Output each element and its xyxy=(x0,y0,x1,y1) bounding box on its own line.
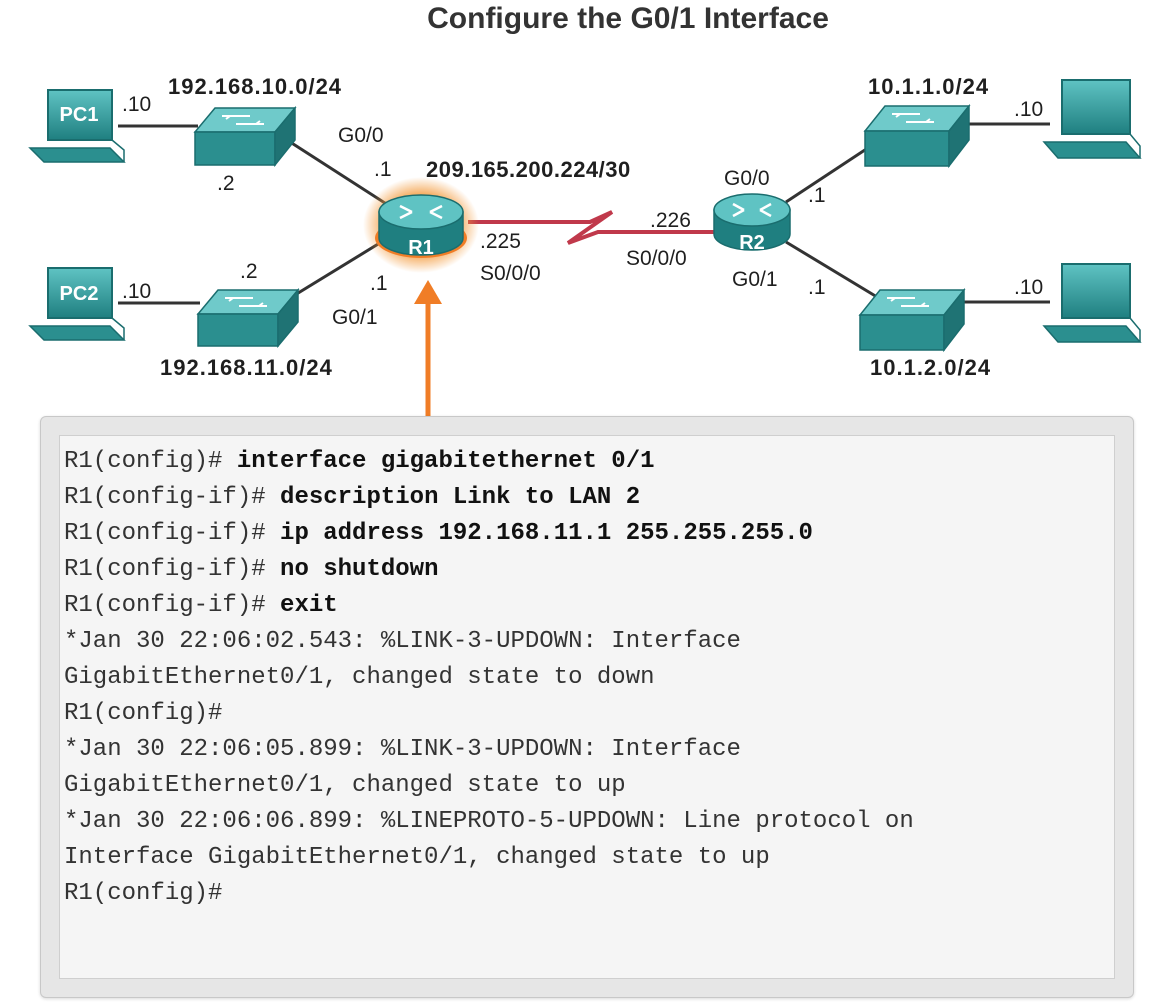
sw2-address: .2 xyxy=(240,260,258,283)
cli-prompt: R1(config-if)# xyxy=(64,520,281,547)
cli-command: description Link to LAN 2 xyxy=(280,484,641,511)
cli-line: R1(config)# xyxy=(64,696,1114,732)
pc1-host-address: .10 xyxy=(122,93,151,116)
cli-line: *Jan 30 22:06:02.543: %LINK-3-UPDOWN: In… xyxy=(64,624,1114,660)
cli-line: Interface GigabitEthernet0/1, changed st… xyxy=(64,840,1114,876)
pc2-icon: PC2 xyxy=(28,267,126,341)
cli-line: *Jan 30 22:06:06.899: %LINEPROTO-5-UPDOW… xyxy=(64,804,1114,840)
pc1-name: PC1 xyxy=(60,104,99,126)
r1-g01-address: .1 xyxy=(370,272,388,295)
pc3-icon xyxy=(1042,79,1142,159)
router-r2-name: R2 xyxy=(739,232,765,254)
switch-icon xyxy=(193,105,297,168)
cli-command: exit xyxy=(280,592,338,619)
r1-serial-address: .225 xyxy=(480,230,521,253)
cli-prompt: R1(config)# xyxy=(64,880,223,907)
cli-command: no shutdown xyxy=(280,556,439,583)
router-r1-name: R1 xyxy=(408,237,434,259)
cli-prompt: R1(config-if)# xyxy=(64,592,281,619)
wan-link-serial xyxy=(468,210,716,245)
links xyxy=(118,122,1050,305)
switch-icon xyxy=(863,103,971,169)
cli-prompt: GigabitEthernet0/1, changed state to dow… xyxy=(64,664,655,691)
cli-prompt: R1(config-if)# xyxy=(64,556,281,583)
cli-prompt: GigabitEthernet0/1, changed state to up xyxy=(64,772,626,799)
link-sw1-r1 xyxy=(286,138,389,207)
router-r2-icon: R2 xyxy=(713,193,791,254)
r1-g00-interface: G0/0 xyxy=(338,124,384,147)
r1-g00-address: .1 xyxy=(374,158,392,181)
cli-command: interface gigabitethernet 0/1 xyxy=(236,448,655,475)
pc3-host-address: .10 xyxy=(1014,98,1043,121)
highlight-arrow xyxy=(414,280,442,416)
cli-line: *Jan 30 22:06:05.899: %LINK-3-UPDOWN: In… xyxy=(64,732,1114,768)
cli-line: R1(config-if)# exit xyxy=(64,588,1114,624)
cli-prompt: R1(config-if)# xyxy=(64,484,281,511)
r2-serial-interface: S0/0/0 xyxy=(626,247,687,270)
link-r2-sw4 xyxy=(785,240,883,302)
router-r1-icon: R1 xyxy=(363,177,479,273)
cli-prompt: *Jan 30 22:06:02.543: %LINK-3-UPDOWN: In… xyxy=(64,628,741,655)
network-label-lan2: 192.168.11.0/24 xyxy=(160,355,333,380)
r2-g01-address: .1 xyxy=(808,276,826,299)
r2-g01-interface: G0/1 xyxy=(732,268,778,291)
network-label-wan: 209.165.200.224/30 xyxy=(426,157,631,182)
cli-line: GigabitEthernet0/1, changed state to dow… xyxy=(64,660,1114,696)
network-label-lan1: 192.168.10.0/24 xyxy=(168,74,342,99)
cli-command: ip address 192.168.11.1 255.255.255.0 xyxy=(280,520,813,547)
cli-prompt: *Jan 30 22:06:05.899: %LINK-3-UPDOWN: In… xyxy=(64,736,741,763)
network-label-r2-lan2: 10.1.2.0/24 xyxy=(870,355,991,380)
r2-g00-interface: G0/0 xyxy=(724,167,770,190)
r2-g00-address: .1 xyxy=(808,184,826,207)
switch-icon xyxy=(858,287,966,353)
cli-prompt: *Jan 30 22:06:06.899: %LINEPROTO-5-UPDOW… xyxy=(64,808,914,835)
cli-line: R1(config-if)# no shutdown xyxy=(64,552,1114,588)
page-title: Configure the G0/1 Interface xyxy=(427,2,829,35)
cli-line: R1(config)# interface gigabitethernet 0/… xyxy=(64,444,1114,480)
pc4-icon xyxy=(1042,263,1142,343)
cli-prompt: Interface GigabitEthernet0/1, changed st… xyxy=(64,844,770,871)
pc4-host-address: .10 xyxy=(1014,276,1043,299)
r1-g01-interface: G0/1 xyxy=(332,306,378,329)
pc2-host-address: .10 xyxy=(122,280,151,303)
switch-icon xyxy=(196,287,300,349)
cli-line: GigabitEthernet0/1, changed state to up xyxy=(64,768,1114,804)
cli-line: R1(config-if)# description Link to LAN 2 xyxy=(64,480,1114,516)
terminal-output: R1(config)# interface gigabitethernet 0/… xyxy=(59,435,1115,979)
r2-serial-address: .226 xyxy=(650,209,691,232)
topology-diagram: Configure the G0/1 Interface PC1 PC2 xyxy=(28,2,1142,416)
pc1-icon: PC1 xyxy=(28,89,126,163)
terminal-window: R1(config)# interface gigabitethernet 0/… xyxy=(40,416,1134,998)
cli-line: R1(config)# xyxy=(64,876,1114,912)
r1-serial-interface: S0/0/0 xyxy=(480,262,541,285)
cli-prompt: R1(config)# xyxy=(64,448,237,475)
pc2-name: PC2 xyxy=(60,283,99,305)
cli-line: R1(config-if)# ip address 192.168.11.1 2… xyxy=(64,516,1114,552)
cli-prompt: R1(config)# xyxy=(64,700,223,727)
network-label-r2-lan1: 10.1.1.0/24 xyxy=(868,74,989,99)
sw1-address: .2 xyxy=(217,172,235,195)
